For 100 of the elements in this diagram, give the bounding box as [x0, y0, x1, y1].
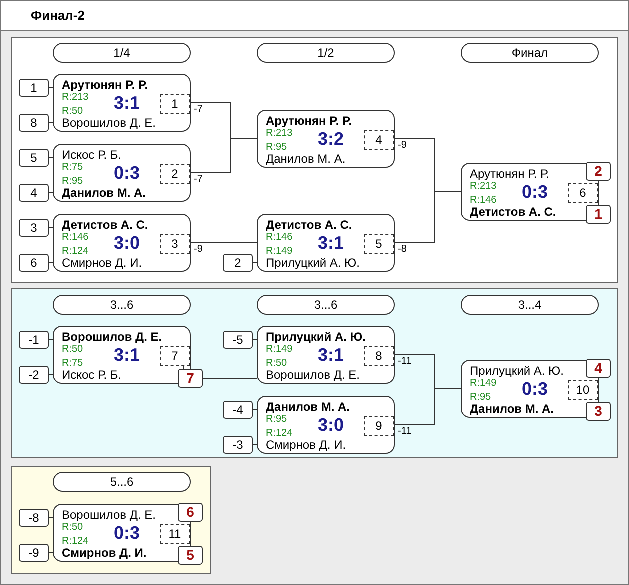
match-number-box: 3	[160, 234, 190, 254]
connector-line	[48, 122, 54, 124]
place-badge: 2	[586, 162, 611, 181]
match-score: 3:1	[114, 94, 140, 112]
rating: R:50	[62, 523, 84, 533]
rating: R:75	[62, 163, 84, 173]
match-number-box: 8	[364, 346, 394, 366]
player-name: Прилуцкий А. Ю.	[266, 331, 366, 343]
player-name: Смирнов Д. И.	[62, 257, 142, 269]
edge-label: -8	[397, 245, 408, 255]
edge-label: -9	[193, 245, 204, 255]
match-card	[257, 214, 395, 272]
match-card	[257, 396, 395, 454]
round-header: 1/2	[257, 43, 395, 63]
rating: R:146	[470, 196, 497, 206]
rating: R:213	[266, 129, 293, 139]
seed-box: -9	[19, 544, 49, 562]
rating: R:50	[62, 345, 84, 355]
connector-line	[394, 192, 462, 244]
match-number-box: 10	[568, 380, 598, 400]
rating: R:124	[62, 247, 89, 257]
match-number-box: 6	[568, 183, 598, 203]
edge-label: -7	[193, 105, 204, 115]
match-score: 3:1	[114, 346, 140, 364]
player-name: Детистов А. С.	[470, 206, 556, 218]
player-name: Искос Р. Б.	[62, 149, 122, 161]
seed-box: -8	[19, 509, 49, 527]
rating: R:146	[266, 233, 293, 243]
rating: R:146	[62, 233, 89, 243]
match-number-box: 11	[160, 524, 190, 544]
seed-box: -1	[19, 331, 49, 349]
connector-line	[48, 552, 54, 554]
bracket-panel	[11, 37, 618, 283]
rating: R:95	[266, 415, 288, 425]
player-name: Ворошилов Д. Е.	[62, 331, 162, 343]
match-score: 0:3	[522, 380, 548, 398]
round-header: Финал	[461, 43, 599, 63]
seed-box: 4	[19, 184, 49, 202]
player-name: Детистов А. С.	[266, 219, 352, 231]
connector-line	[190, 138, 258, 174]
match-score: 3:0	[318, 416, 344, 434]
seed-box: 5	[19, 149, 49, 167]
round-header: 5...6	[53, 472, 191, 492]
player-name: Прилуцкий А. Ю.	[266, 257, 360, 269]
seed-box: -3	[223, 436, 253, 454]
bracket-panel	[11, 288, 618, 458]
place-badge: 6	[178, 503, 203, 522]
connector-line	[252, 262, 258, 264]
rating: R:149	[266, 247, 293, 257]
rating: R:124	[266, 429, 293, 439]
place-badge: 4	[586, 359, 611, 378]
rating: R:95	[266, 143, 288, 153]
match-card	[257, 326, 395, 384]
edge-label: -11	[397, 427, 413, 437]
player-name: Ворошилов Д. Е.	[266, 369, 360, 381]
connector-line	[190, 522, 192, 546]
rating: R:213	[470, 182, 497, 192]
seed-box: 1	[19, 79, 49, 97]
seed-box: 2	[223, 254, 253, 272]
edge-label: -9	[397, 141, 408, 151]
player-name: Арутюнян Р. Р.	[470, 168, 550, 180]
round-header: 3...4	[461, 295, 599, 315]
seed-box: -5	[223, 331, 253, 349]
player-name: Смирнов Д. И.	[62, 547, 147, 559]
seed-box: 3	[19, 219, 49, 237]
rating: R:149	[266, 345, 293, 355]
player-name: Ворошилов Д. Е.	[62, 509, 156, 521]
rating: R:50	[266, 359, 288, 369]
place-badge: 7	[178, 369, 203, 388]
connector-line	[190, 242, 258, 244]
place-badge: 3	[586, 402, 611, 421]
rating: R:213	[62, 93, 89, 103]
match-number-box: 4	[364, 130, 394, 150]
match-card	[53, 74, 191, 132]
match-score: 0:3	[114, 524, 140, 542]
player-name: Смирнов Д. И.	[266, 439, 346, 451]
player-name: Данилов М. А.	[470, 403, 554, 415]
rating: R:124	[62, 537, 89, 547]
match-number-box: 7	[160, 346, 190, 366]
match-number-box: 5	[364, 234, 394, 254]
place-badge: 1	[586, 205, 611, 224]
edge-label: -11	[397, 357, 413, 367]
player-name: Детистов А. С.	[62, 219, 148, 231]
match-score: 3:0	[114, 234, 140, 252]
match-score: 3:1	[318, 234, 344, 252]
player-name: Прилуцкий А. Ю.	[470, 365, 564, 377]
match-score: 0:3	[522, 183, 548, 201]
connector-line	[48, 192, 54, 194]
rating: R:75	[62, 359, 84, 369]
match-score: 3:2	[318, 130, 344, 148]
match-card	[53, 144, 191, 202]
edge-label: -7	[193, 175, 204, 185]
seed-box: 8	[19, 114, 49, 132]
round-header: 3...6	[53, 295, 191, 315]
rating: R:50	[62, 107, 84, 117]
seed-box: 6	[19, 254, 49, 272]
player-name: Арутюнян Р. Р.	[266, 115, 352, 127]
match-number-box: 9	[364, 416, 394, 436]
bracket-panel	[11, 466, 211, 574]
rating: R:95	[62, 177, 84, 187]
